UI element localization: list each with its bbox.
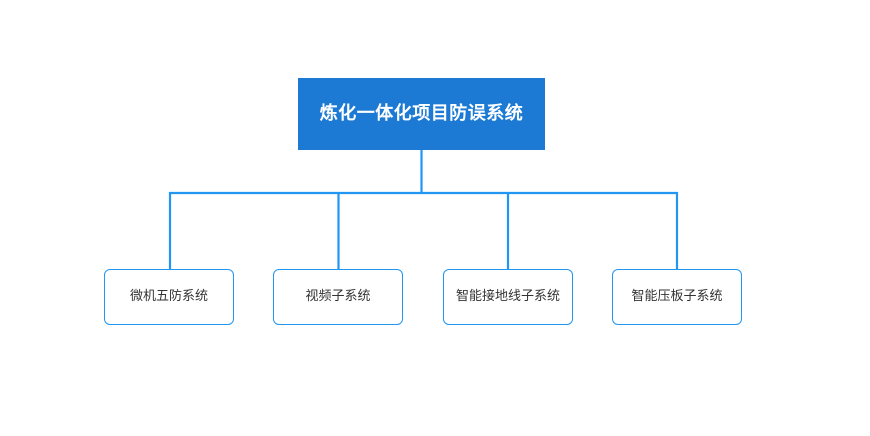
child-node-zhineng-yaban[interactable]: 智能压板子系统: [612, 269, 742, 325]
child-node-weiji-wufang[interactable]: 微机五防系统: [104, 269, 234, 325]
root-node-label: 炼化一体化项目防误系统: [319, 102, 524, 124]
child-node-label: 视频子系统: [305, 288, 371, 304]
child-node-label: 智能接地线子系统: [455, 288, 560, 304]
child-node-shipin[interactable]: 视频子系统: [273, 269, 403, 325]
child-node-label: 微机五防系统: [129, 288, 208, 304]
child-node-zhineng-jiedixian[interactable]: 智能接地线子系统: [443, 269, 573, 325]
child-node-label: 智能压板子系统: [631, 288, 723, 304]
root-node[interactable]: 炼化一体化项目防误系统: [298, 78, 545, 150]
